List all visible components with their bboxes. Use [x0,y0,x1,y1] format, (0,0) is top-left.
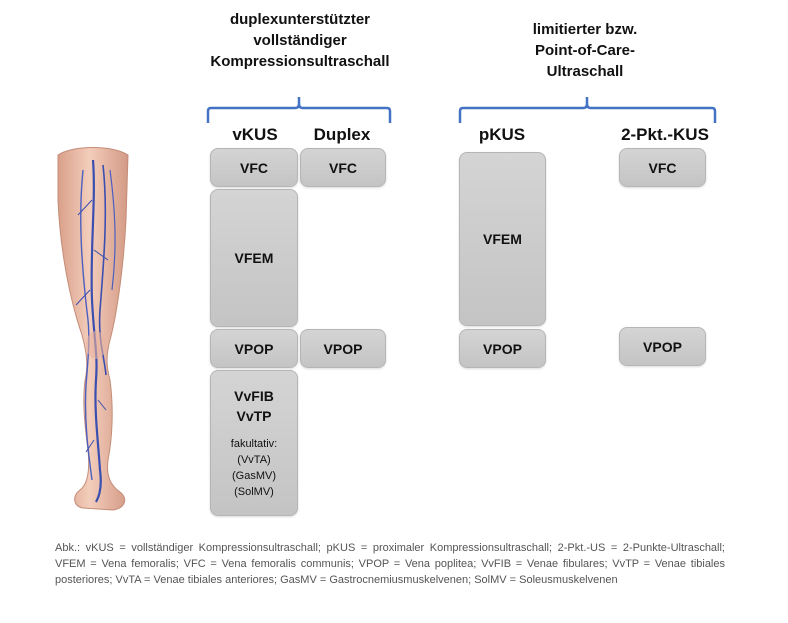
duplex-vpop-box: VPOP [300,329,386,368]
duplex-vfc-box: VFC [300,148,386,187]
pkus-vpop-box: VPOP [459,329,546,368]
vein-path [109,169,116,291]
poc-group-title: limitierter bzw. Point-of-Care- Ultrasch… [532,21,638,80]
column-header-duplex: Duplex [313,125,371,144]
optional-solmv: (SolMV) [234,486,274,498]
vkus-vpop-box: VPOP [210,329,298,368]
column-header-pkus: pKUS [478,125,526,144]
abbreviations-footnote: Abk.: vKUS = vollständiger Kompressionsu… [55,542,725,586]
poc-group-brace [458,97,717,123]
optional-vvta: (VvTA) [237,454,271,466]
calf-vein-vvfib: VvFIB [234,388,274,404]
vkus-calf-veins-box: VvFIB VvTP fakultativ: (VvTA) (GasMV) (S… [210,370,298,516]
vkus-vfc-box: VFC [210,148,298,187]
duplex-group-brace [206,97,392,123]
column-header-vkus: vKUS [232,125,278,144]
vein-path [90,159,102,503]
optional-gasmv: (GasMV) [232,470,276,482]
optional-label: fakultativ: [230,438,278,450]
duplex-group-title: duplexunterstützter vollständiger Kompre… [210,11,390,70]
vkus-vfem-box: VFEM [210,189,298,327]
vein-path [75,199,109,453]
leg-vein-illustration [57,147,129,511]
calf-vein-vvtp: VvTP [236,408,272,424]
pkus-vfem-box: VFEM [459,152,546,326]
twopt-vfc-box: VFC [619,148,706,187]
column-header-2pkt-kus: 2-Pkt.-KUS [621,125,709,144]
twopt-vpop-box: VPOP [619,327,706,366]
